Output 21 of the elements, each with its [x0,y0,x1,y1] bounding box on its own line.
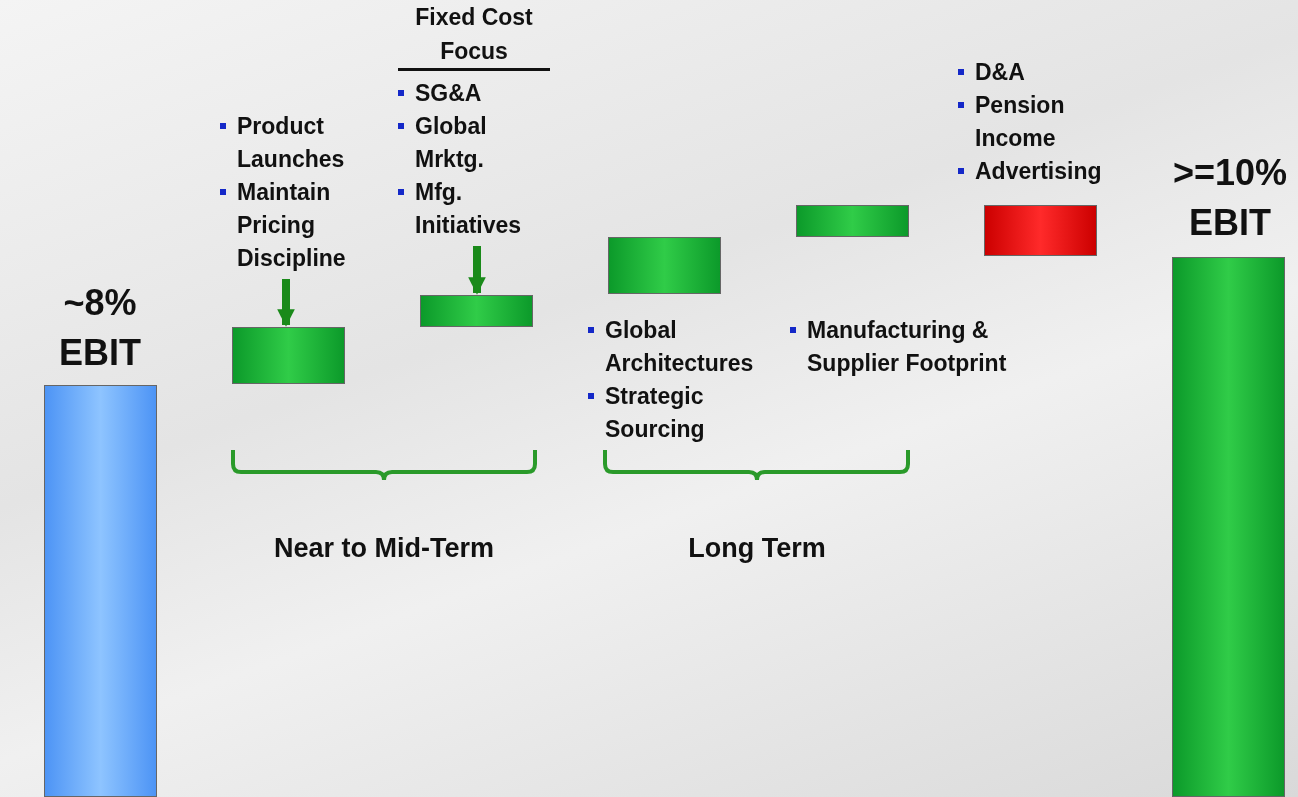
bullet-item: Pension Income [958,89,1108,155]
waterfall-bar [1172,257,1285,797]
bar-label: >=10% EBIT [1171,151,1289,245]
bullet-item: Global Mrktg. [398,110,550,176]
waterfall-bar [44,385,157,797]
waterfall-bar [608,237,721,294]
group-label: Near to Mid-Term [273,532,495,565]
bar-label: ~8% EBIT [58,281,142,375]
group-label: Long Term [687,532,827,565]
heading: Fixed Cost Focus [398,0,550,71]
waterfall-bar [420,295,533,327]
waterfall-bar [232,327,345,384]
waterfall-bar [984,205,1097,256]
waterfall-bar [796,205,909,237]
bullet-item: D&A [958,56,1108,89]
bullet-item: Maintain Pricing Discipline [220,176,380,275]
bullet-item: Product Launches [220,110,380,176]
bullet-item: Mfg. Initiatives [398,176,550,242]
bullet-item: Advertising [958,155,1108,188]
bullet-item: Strategic Sourcing [588,380,795,446]
bullet-item: SG&A [398,77,550,110]
